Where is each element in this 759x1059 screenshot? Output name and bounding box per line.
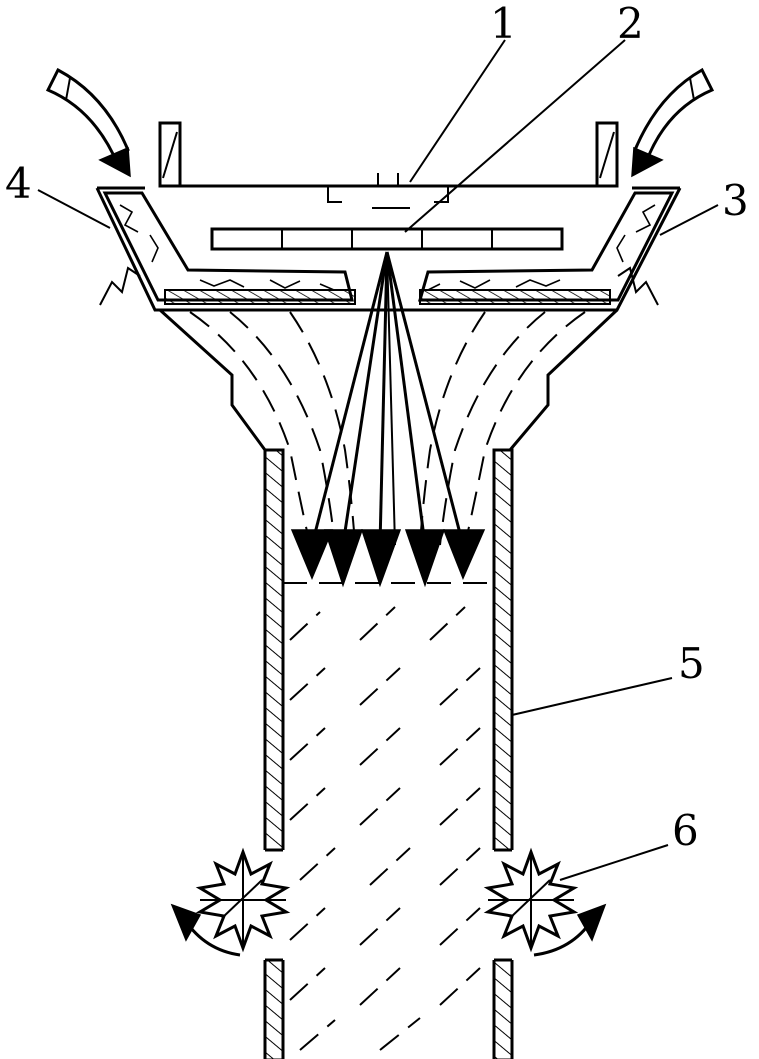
air-inlet-right: [631, 67, 715, 178]
flow-paths: [189, 311, 586, 546]
ray-arrow-3: [360, 529, 402, 588]
tube-wall-right: [492, 448, 514, 1059]
leader-6: [559, 844, 669, 881]
leader-5: [511, 677, 673, 716]
ray-arrow-1: [290, 529, 334, 580]
inlet-arrow-right: [631, 146, 664, 178]
product-bed: [289, 606, 481, 1051]
label-1: 1: [490, 0, 517, 48]
ray-fan: [290, 251, 486, 588]
leader-3: [659, 204, 719, 236]
label-6: 6: [672, 806, 699, 855]
air-inlet-left: [45, 67, 131, 178]
leader-2: [404, 39, 626, 233]
emitter-bar: [210, 227, 564, 251]
funnel-neck: [158, 308, 619, 451]
left-insulation: [102, 191, 354, 302]
label-2: 2: [617, 0, 644, 48]
label-4: 4: [5, 159, 32, 208]
right-insulation: [418, 191, 675, 302]
ray-arrow-4: [404, 529, 446, 588]
lid: [158, 121, 619, 209]
discharge-arrow-left: [170, 903, 202, 942]
leader-4: [37, 189, 111, 229]
label-3: 3: [722, 176, 749, 225]
discharge-arrow-right: [576, 903, 607, 942]
rotary-valve-right: [483, 847, 607, 957]
lamp-fitting: [327, 186, 342, 203]
tube-wall-left: [263, 448, 285, 1059]
leader-lines: [37, 39, 719, 881]
leader-1: [409, 39, 506, 183]
rotary-valve-left: [170, 847, 291, 957]
label-5: 5: [678, 639, 705, 688]
ray-arrow-5: [442, 529, 486, 580]
inlet-arrow-left: [98, 146, 131, 178]
ray-arrow-2: [323, 529, 364, 588]
